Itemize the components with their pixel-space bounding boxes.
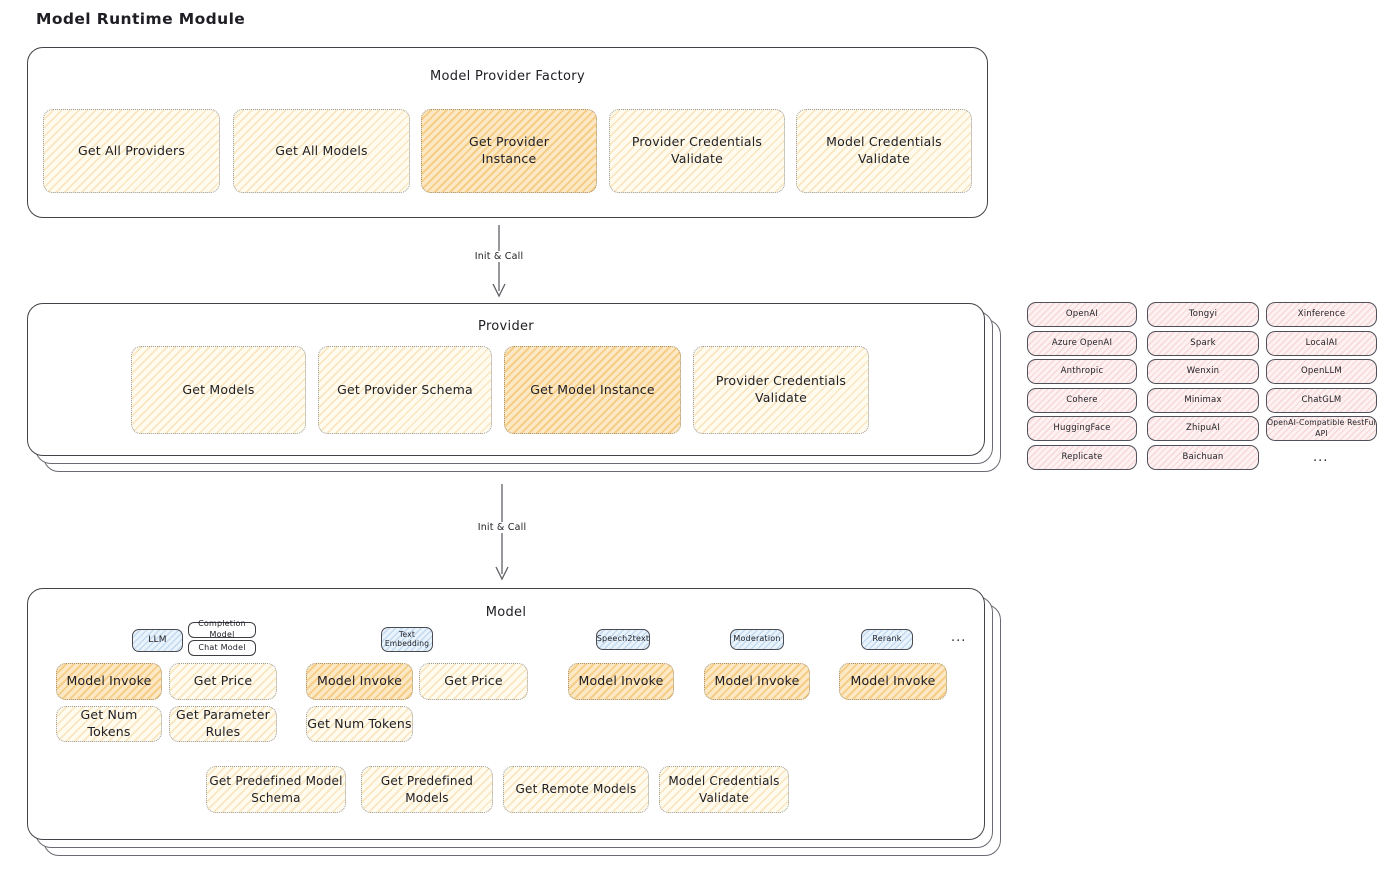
arrow-label-init-call-1: Init & Call (469, 251, 529, 262)
factory-model-credentials-validate: Model Credentials Validate (796, 109, 972, 193)
speech2text-model-invoke: Model Invoke (568, 663, 674, 700)
arrow-label-init-call-2: Init & Call (472, 522, 532, 533)
llm-get-num-tokens: Get Num Tokens (56, 706, 162, 742)
factory-title: Model Provider Factory (430, 69, 585, 84)
provider-replicate: Replicate (1027, 445, 1137, 470)
provider-title: Provider (478, 319, 534, 334)
provider-openllm: OpenLLM (1266, 359, 1377, 384)
provider-localai: LocalAI (1266, 331, 1377, 356)
llm-get-parameter-rules: Get Parameter Rules (169, 706, 277, 742)
model-tabs-more-dots: ... (951, 630, 967, 645)
factory-get-all-models: Get All Models (233, 109, 410, 193)
tab-speech2text: Speech2text (596, 629, 650, 650)
provider-wenxin: Wenxin (1147, 359, 1259, 384)
provider-list-more-dots: ... (1313, 450, 1329, 465)
llm-get-price: Get Price (169, 663, 277, 700)
tab-moderation: Moderation (730, 629, 784, 650)
provider-spark: Spark (1147, 331, 1259, 356)
tab-chat-model: Chat Model (188, 640, 256, 656)
text-embedding-get-num-tokens: Get Num Tokens (306, 706, 413, 742)
provider-zhipuai: ZhipuAI (1147, 416, 1259, 441)
model-model-credentials-validate: Model Credentials Validate (659, 766, 789, 813)
rerank-model-invoke: Model Invoke (839, 663, 947, 700)
provider-get-models: Get Models (131, 346, 306, 434)
tab-text-embedding: Text Embedding (381, 627, 433, 652)
diagram-title: Model Runtime Module (36, 10, 246, 28)
model-get-predefined-models: Get Predefined Models (361, 766, 493, 813)
provider-get-provider-schema: Get Provider Schema (318, 346, 492, 434)
model-get-predefined-model-schema: Get Predefined Model Schema (206, 766, 346, 813)
provider-cohere: Cohere (1027, 388, 1137, 413)
provider-xinference: Xinference (1266, 302, 1377, 327)
provider-huggingface: HuggingFace (1027, 416, 1137, 441)
model-title: Model (485, 605, 527, 620)
factory-get-all-providers: Get All Providers (43, 109, 220, 193)
provider-get-model-instance: Get Model Instance (504, 346, 681, 434)
tab-rerank: Rerank (861, 629, 913, 650)
text-embedding-model-invoke: Model Invoke (306, 663, 413, 700)
provider-anthropic: Anthropic (1027, 359, 1137, 384)
provider-azure-openai: Azure OpenAI (1027, 331, 1137, 356)
text-embedding-get-price: Get Price (419, 663, 528, 700)
llm-model-invoke: Model Invoke (56, 663, 162, 700)
factory-get-provider-instance: Get Provider Instance (421, 109, 597, 193)
provider-tongyi: Tongyi (1147, 302, 1259, 327)
provider-openai: OpenAI (1027, 302, 1137, 327)
factory-frame: Model Provider Factory Get All Providers… (27, 47, 988, 218)
provider-chatglm: ChatGLM (1266, 388, 1377, 413)
tab-llm: LLM (132, 629, 183, 652)
model-get-remote-models: Get Remote Models (503, 766, 649, 813)
model-frame: Model LLM Completion Model Chat Model Te… (27, 588, 985, 840)
provider-openai-compatible-restful-api: OpenAI-Compatible RestFul API (1266, 416, 1377, 441)
moderation-model-invoke: Model Invoke (704, 663, 810, 700)
provider-baichuan: Baichuan (1147, 445, 1259, 470)
provider-provider-credentials-validate: Provider Credentials Validate (693, 346, 869, 434)
provider-minimax: Minimax (1147, 388, 1259, 413)
provider-frame: Provider Get Models Get Provider Schema … (27, 303, 985, 456)
factory-provider-credentials-validate: Provider Credentials Validate (609, 109, 785, 193)
tab-completion-model: Completion Model (188, 619, 256, 639)
